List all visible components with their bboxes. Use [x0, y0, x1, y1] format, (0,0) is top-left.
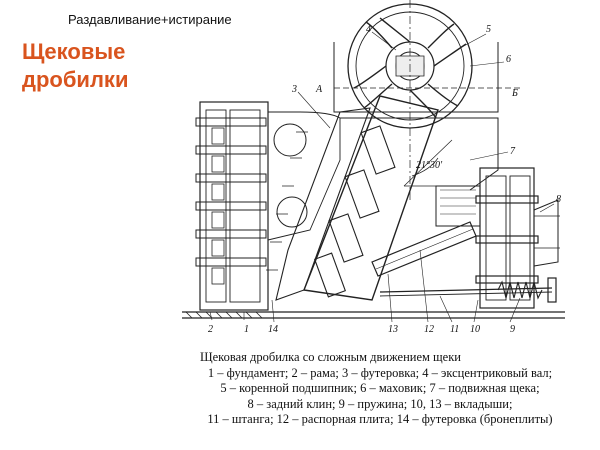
callout-14: 14 — [268, 324, 278, 335]
fixed-jaw-frame — [195, 101, 269, 311]
caption-line-3: 8 – задний клин; 9 – пружина; 10, 13 – в… — [247, 396, 513, 411]
callout-8: 8 — [556, 194, 561, 205]
caption-line-4: 11 – штанга; 12 – распорная плита; 14 – … — [207, 412, 553, 426]
callout-7: 7 — [510, 146, 516, 157]
callout-labels: 1 2 3 4 5 6 7 8 9 10 11 12 13 14 А Б 21°… — [208, 24, 561, 335]
caption-title: Щековая дробилка со сложным движением ще… — [200, 350, 461, 364]
caption-line-2: 5 – коренной подшипник; 6 – маховик; 7 –… — [220, 381, 540, 395]
toggle-plate — [371, 221, 477, 277]
caption-line-1: 1 – фундамент; 2 – рама; 3 – футеровка; … — [207, 365, 553, 380]
foundation — [182, 311, 565, 319]
callout-2: 2 — [208, 324, 213, 335]
angle-indicator — [403, 139, 462, 187]
callout-4: 4 — [366, 24, 371, 35]
callout-13: 13 — [388, 324, 398, 335]
tension-rod — [379, 287, 553, 297]
slide-header: Раздавливание+истирание — [68, 12, 232, 27]
callout-10: 10 — [470, 324, 480, 335]
callout-5: 5 — [486, 24, 491, 35]
slide-title: Щековые дробилки — [22, 38, 162, 94]
section-letter-a: А — [315, 84, 323, 95]
slide-title-line-1: Щековые — [22, 39, 126, 64]
section-letter-b: Б — [511, 88, 518, 99]
callout-9: 9 — [510, 324, 515, 335]
rear-wedge — [533, 199, 560, 267]
callout-11: 11 — [450, 324, 459, 335]
angle-label: 21°30' — [416, 160, 443, 171]
callout-6: 6 — [506, 54, 511, 65]
main-frame — [333, 0, 520, 200]
callout-leaders — [209, 31, 555, 323]
callout-1: 1 — [244, 324, 249, 335]
slide-title-line-2: дробилки — [22, 67, 129, 92]
spring — [497, 277, 557, 303]
callout-3: 3 — [291, 84, 297, 95]
movable-jaw — [266, 95, 439, 301]
callout-12: 12 — [424, 324, 434, 335]
figure-caption: Щековая дробилка со сложным движением ще… — [168, 350, 592, 428]
side-plate — [267, 111, 341, 241]
